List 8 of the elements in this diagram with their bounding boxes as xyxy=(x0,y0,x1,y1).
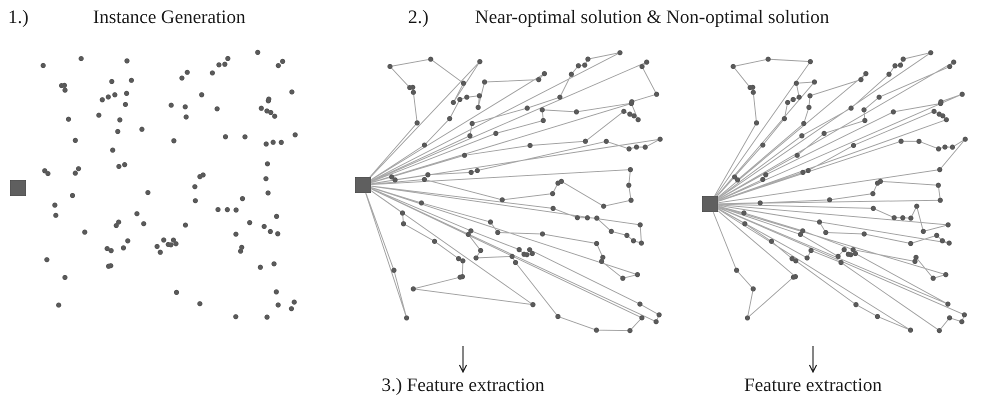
step-heading: Instance Generation xyxy=(93,8,246,27)
step-heading: Near-optimal solution & Non-optimal solution xyxy=(475,8,830,27)
step-number: 2.) xyxy=(408,8,429,27)
arrow xyxy=(458,346,468,373)
step-number: 1.) xyxy=(8,8,29,27)
step-label: 3.) Feature extraction xyxy=(363,376,563,395)
arrow xyxy=(808,346,818,373)
step-label: Feature extraction xyxy=(728,376,898,395)
